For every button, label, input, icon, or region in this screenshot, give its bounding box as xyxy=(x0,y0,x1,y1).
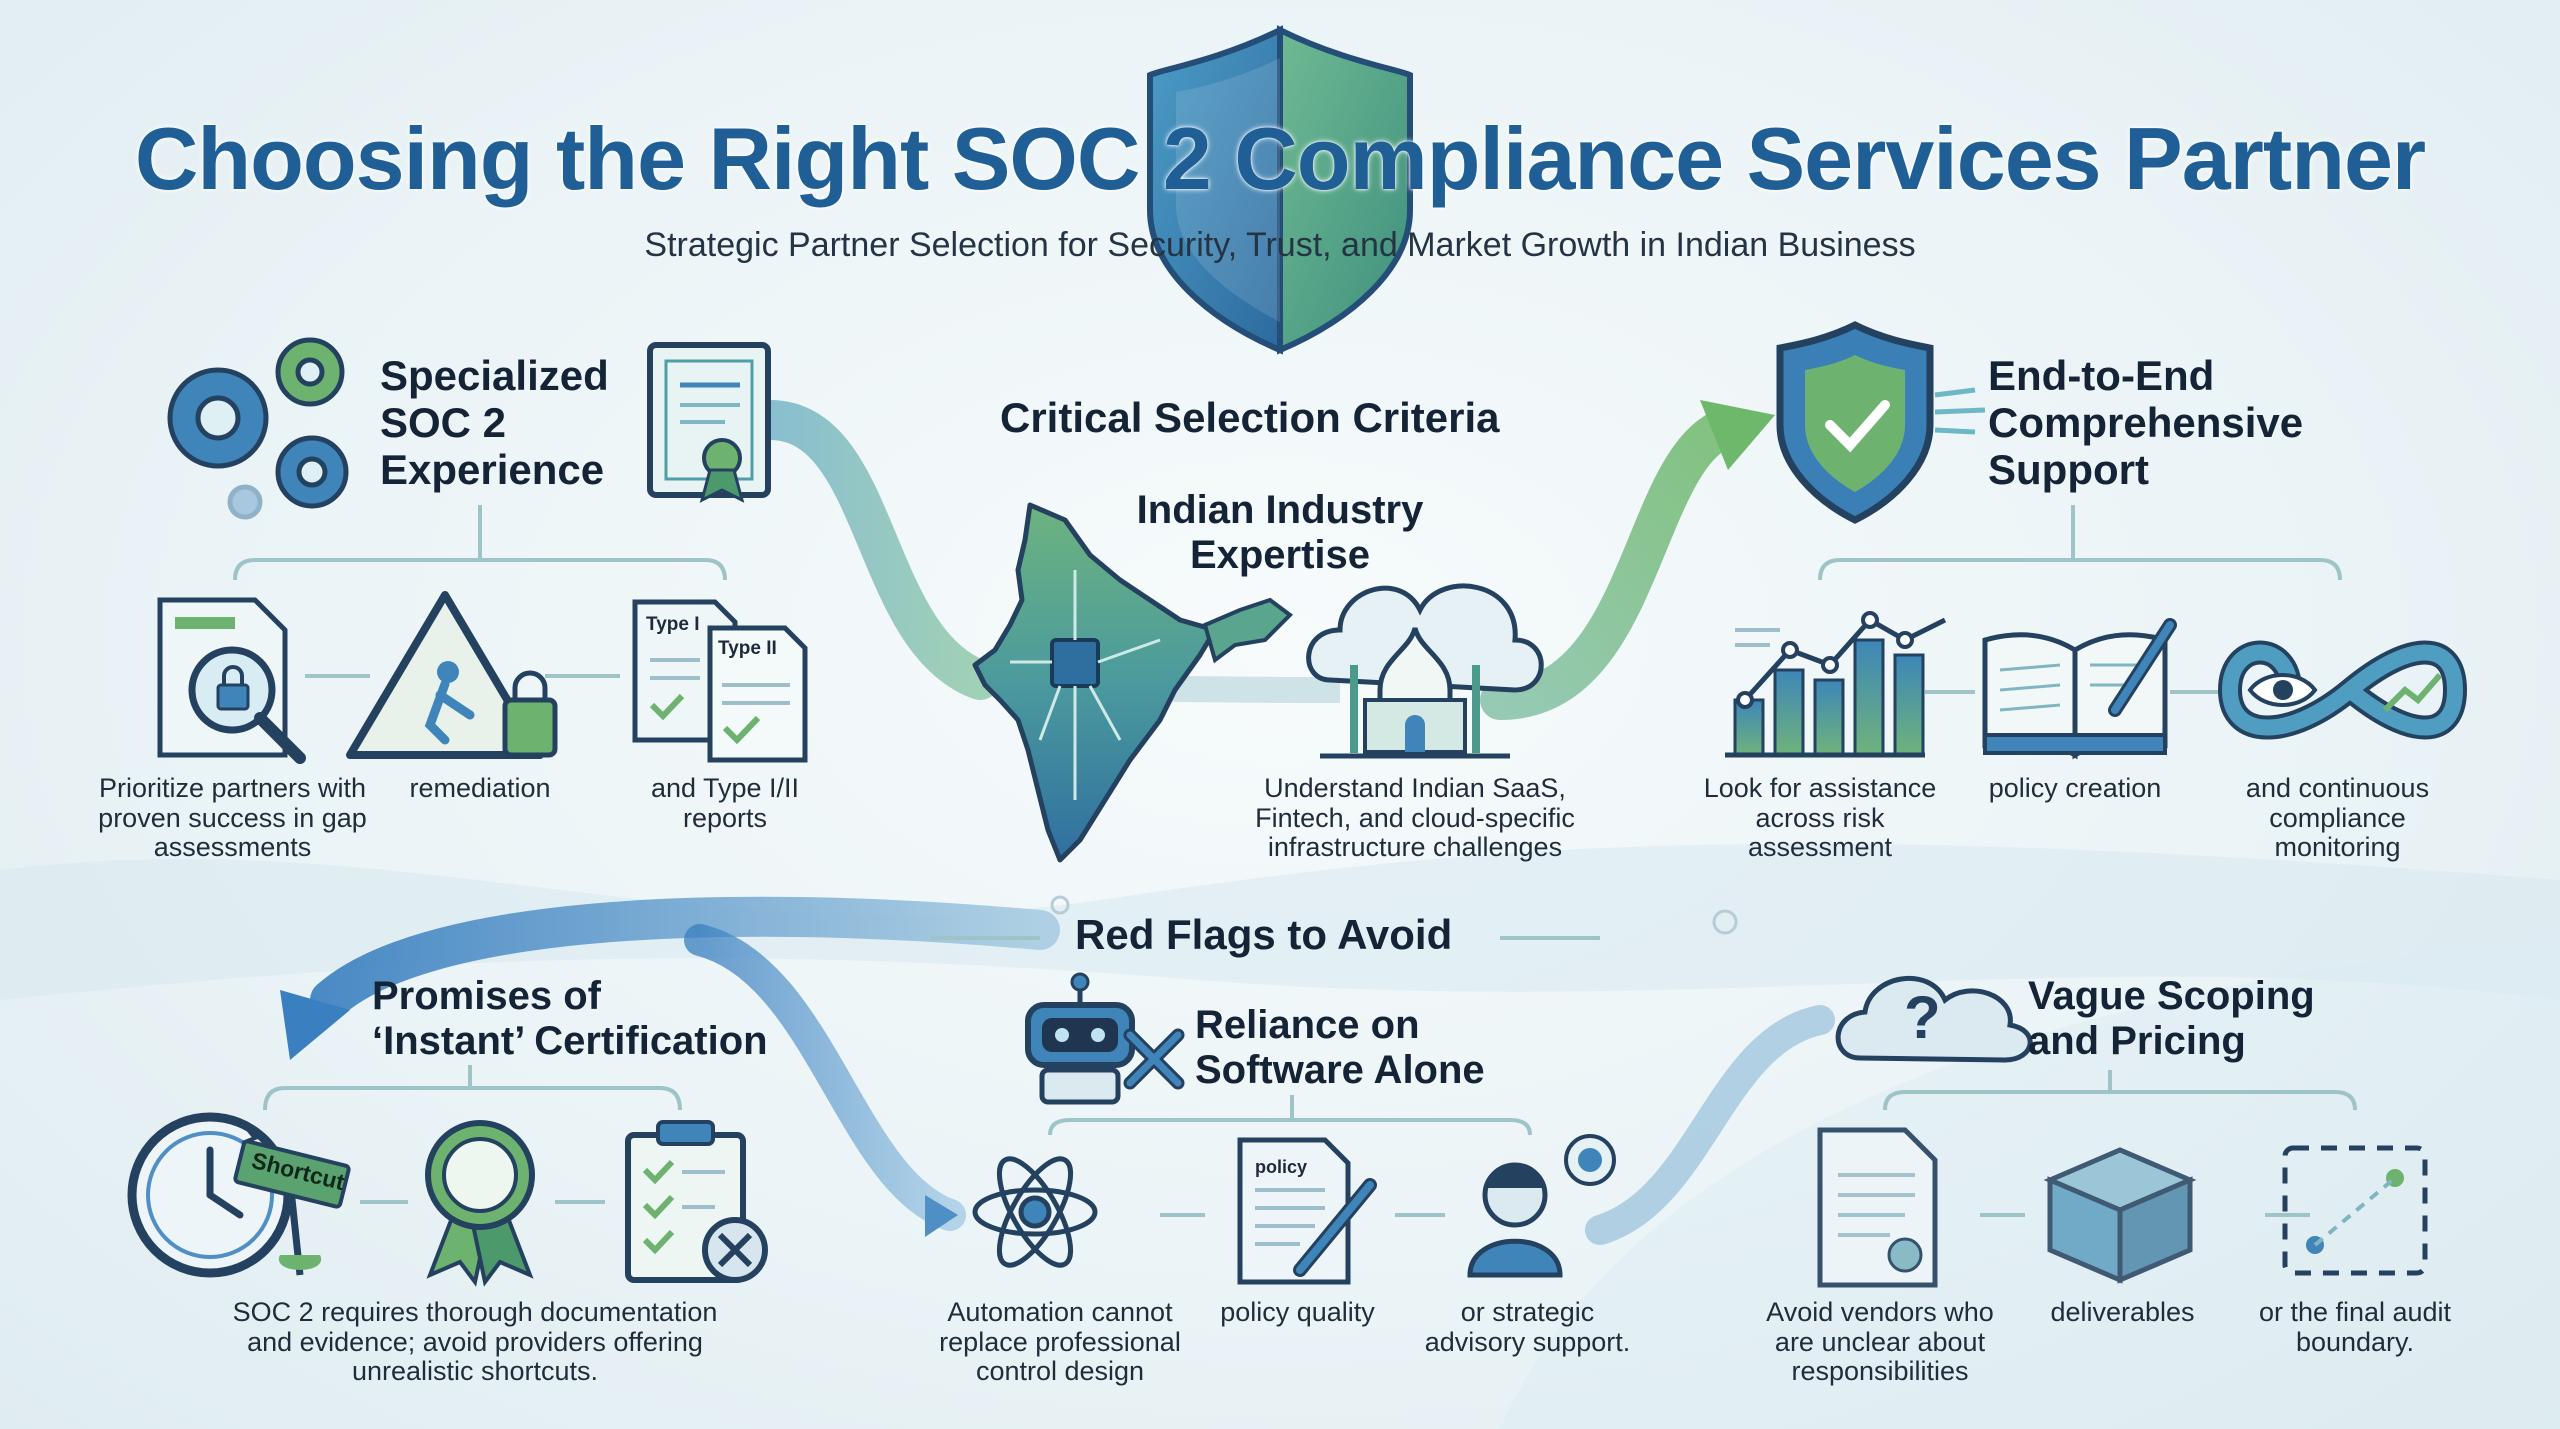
magnifier-lock-document-icon xyxy=(157,597,306,764)
type-reports-icon xyxy=(632,599,808,763)
vague-caption-3: or the final audit boundary. xyxy=(2258,1297,2452,1357)
dashed-boundary-icon xyxy=(2282,1145,2428,1276)
open-book-pen-icon xyxy=(1982,618,2177,760)
specialized-caption-3: and Type I/II reports xyxy=(650,773,800,833)
specialized-caption-1: Prioritize partners with proven success … xyxy=(98,773,367,863)
question-mark: ? xyxy=(1904,984,1941,1051)
vague-caption-2: deliverables xyxy=(2050,1297,2195,1327)
blurry-box-icon xyxy=(2043,1147,2197,1284)
ribbon-badge-icon xyxy=(425,1120,535,1287)
type-ii-label: Type II xyxy=(718,638,777,659)
instant-heading: Promises of ‘Instant’ Certification xyxy=(372,974,768,1063)
atom-icon xyxy=(972,1156,1098,1268)
question-cloud-icon xyxy=(1835,975,2033,1063)
instant-caption: SOC 2 requires thorough documentation an… xyxy=(232,1297,718,1387)
policy-doc-label: policy xyxy=(1255,1157,1308,1177)
criteria-section-title: Critical Selection Criteria xyxy=(1000,394,1500,441)
software-heading: Reliance on Software Alone xyxy=(1195,1003,1485,1092)
support-caption-1: Look for assistance across risk assessme… xyxy=(1703,773,1937,863)
type-i-label: Type I xyxy=(646,614,700,635)
support-caption-3: and continuous compliance monitoring xyxy=(2245,773,2430,863)
india-map-icon xyxy=(972,502,1294,863)
worker-warning-lock-icon xyxy=(346,591,558,759)
infinity-eye-icon xyxy=(2217,640,2468,740)
bar-chart-icon xyxy=(1725,611,1947,758)
vague-caption-1: Avoid vendors who are unclear about resp… xyxy=(1766,1297,1994,1387)
software-caption-2: policy quality xyxy=(1220,1297,1375,1327)
blurry-document-icon xyxy=(1817,1127,1938,1288)
indian-caption: Understand Indian SaaS, Fintech, and clo… xyxy=(1255,773,1575,863)
red-flags-section-title: Red Flags to Avoid xyxy=(1075,911,1453,958)
software-caption-1: Automation cannot replace professional c… xyxy=(939,1297,1181,1387)
page-title: Choosing the Right SOC 2 Compliance Serv… xyxy=(134,109,2426,208)
specialized-caption-2: remediation xyxy=(409,773,551,803)
indian-heading: Indian Industry Expertise xyxy=(1136,488,1424,577)
robot-x-icon xyxy=(1025,972,1185,1105)
connector-lines xyxy=(233,505,2357,1217)
checklist-clipboard-icon xyxy=(625,1120,768,1283)
advisor-person-icon xyxy=(1467,1134,1616,1278)
main-shield-icon xyxy=(1147,25,1413,355)
vague-heading: Vague Scoping and Pricing xyxy=(2028,974,2315,1063)
page-subtitle: Strategic Partner Selection for Security… xyxy=(644,226,1916,264)
gears-icon xyxy=(167,337,349,520)
checkmark-shield-icon xyxy=(1776,321,1986,524)
policy-document-pen-icon xyxy=(1237,1137,1377,1285)
support-heading: End-to-End Comprehensive Support xyxy=(1988,352,2304,494)
broken-clock-shortcut-icon xyxy=(127,1112,351,1278)
support-caption-2: policy creation xyxy=(1988,773,2162,803)
software-caption-3: or strategic advisory support. xyxy=(1424,1297,1631,1357)
taj-mahal-cloud-icon xyxy=(1306,583,1544,759)
specialized-heading: Specialized SOC 2 Experience xyxy=(380,352,609,494)
certificate-icon xyxy=(647,342,771,503)
